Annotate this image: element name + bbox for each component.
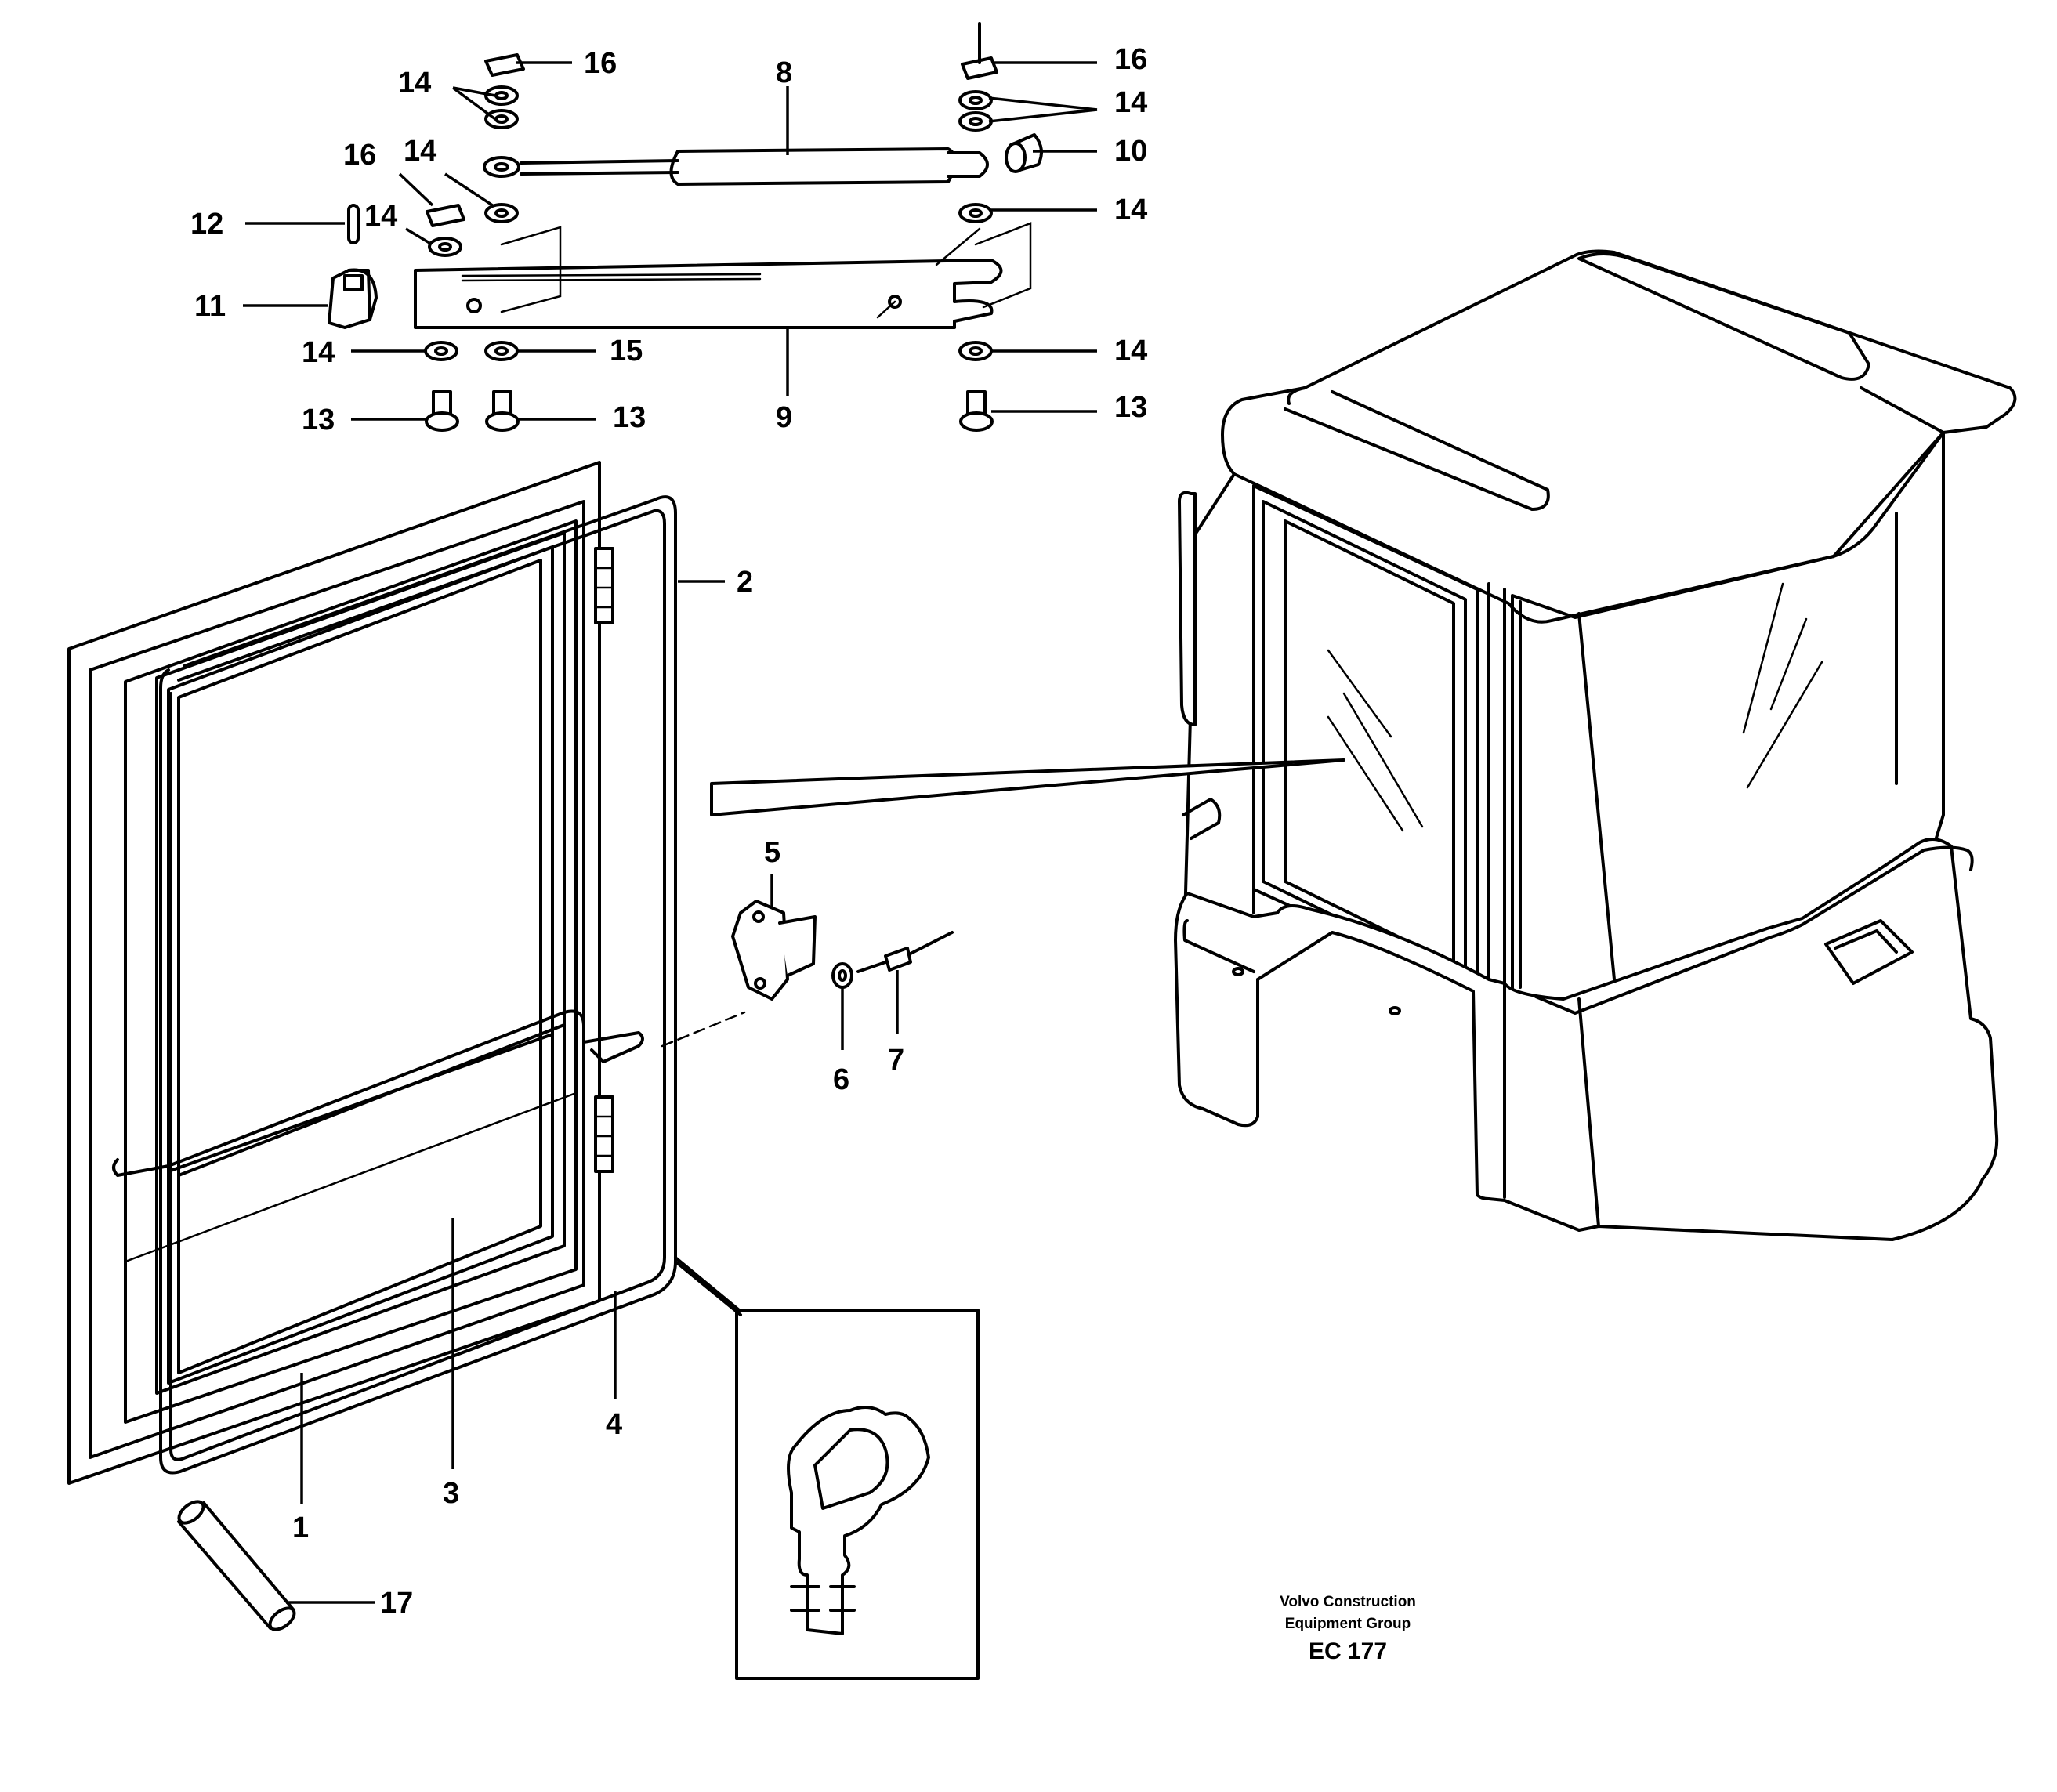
callout-17: 17 xyxy=(380,1587,413,1620)
callout-4: 4 xyxy=(606,1408,622,1441)
arm-assembly xyxy=(328,22,1043,432)
window-frame-assembly xyxy=(67,461,746,1485)
callout-14: 14 xyxy=(302,336,335,369)
cab-illustration xyxy=(1174,249,2017,1241)
seal-profile-detail xyxy=(674,1256,980,1680)
callout-11: 11 xyxy=(194,290,226,323)
callout-14: 14 xyxy=(1114,335,1147,367)
callout-1: 1 xyxy=(292,1511,309,1544)
company-line-2: Equipment Group xyxy=(1285,1616,1411,1632)
callout-6: 6 xyxy=(833,1063,849,1096)
callout-13: 13 xyxy=(1114,391,1147,424)
leader-lines xyxy=(243,61,1098,1604)
bolts xyxy=(425,390,994,432)
callout-10: 10 xyxy=(1114,135,1147,168)
cap xyxy=(1005,133,1043,173)
latch-parts xyxy=(731,900,954,1001)
callout-14: 14 xyxy=(364,200,397,233)
part-17-sleeve xyxy=(177,1500,296,1631)
callout-3: 3 xyxy=(443,1477,459,1510)
callout-16: 16 xyxy=(584,47,617,80)
callout-16: 16 xyxy=(1114,43,1147,76)
callout-14: 14 xyxy=(398,67,431,100)
callout-13: 13 xyxy=(613,401,646,434)
callout-15: 15 xyxy=(610,335,643,367)
callout-5: 5 xyxy=(764,836,780,869)
detail-pointer xyxy=(710,758,1345,816)
washers-right xyxy=(958,90,993,361)
callout-12: 12 xyxy=(190,208,223,241)
publisher-block: Volvo Construction Equipment Group EC 17… xyxy=(1280,1594,1416,1664)
washers-left xyxy=(424,85,520,361)
figure-code: EC 177 xyxy=(1309,1638,1387,1664)
callout-14: 14 xyxy=(1114,86,1147,119)
callout-13: 13 xyxy=(302,404,335,436)
callout-14: 14 xyxy=(1114,194,1147,226)
callout-7: 7 xyxy=(888,1044,904,1077)
clips xyxy=(426,22,998,227)
callout-14: 14 xyxy=(404,135,436,168)
callout-labels: 16 14 16 14 14 12 11 14 13 15 13 8 9 16 … xyxy=(190,43,1147,1620)
hinge-blocks xyxy=(594,547,614,1173)
callout-9: 9 xyxy=(776,401,792,434)
callout-8: 8 xyxy=(776,56,792,89)
callout-16: 16 xyxy=(343,139,376,172)
company-line-1: Volvo Construction xyxy=(1280,1594,1416,1610)
pin-and-bracket xyxy=(328,204,378,329)
callout-2: 2 xyxy=(737,566,753,599)
